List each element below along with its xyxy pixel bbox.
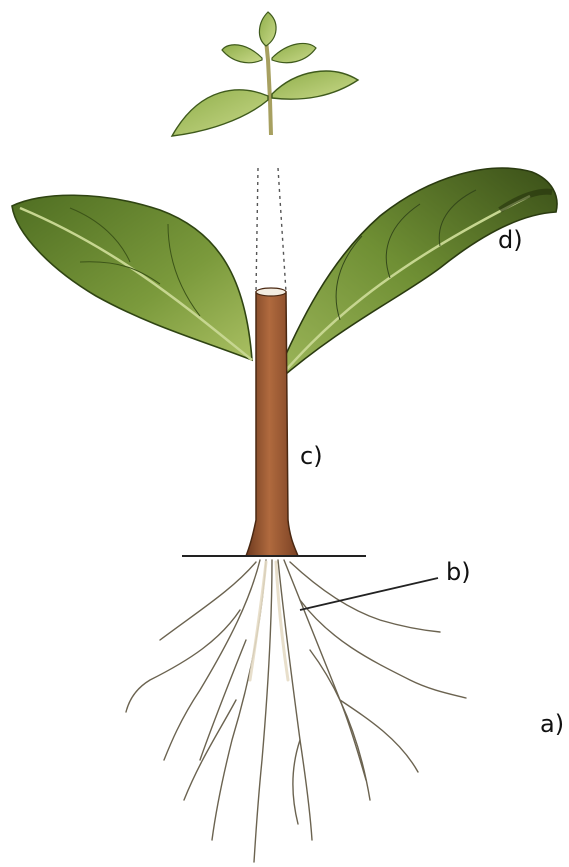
apical-shoot bbox=[172, 12, 358, 136]
stem bbox=[246, 288, 298, 556]
young-leaf-upper-left bbox=[222, 45, 262, 63]
stem-cut-surface bbox=[256, 288, 286, 296]
label-b-leader-line bbox=[300, 578, 438, 610]
label-a: a) bbox=[540, 712, 564, 736]
cut-stem-outline bbox=[256, 168, 286, 292]
young-leaf-lower-right bbox=[272, 71, 358, 99]
label-d: d) bbox=[498, 228, 523, 252]
young-leaf-upper-right bbox=[272, 43, 316, 62]
leaf-right bbox=[272, 168, 557, 386]
apical-stem bbox=[266, 40, 271, 135]
young-leaf-lower-left bbox=[172, 90, 268, 136]
leaf-left bbox=[12, 195, 252, 360]
label-b: b) bbox=[446, 560, 471, 584]
root-system bbox=[126, 560, 466, 862]
apical-bud-leaf bbox=[259, 12, 276, 46]
label-c: c) bbox=[300, 444, 323, 468]
